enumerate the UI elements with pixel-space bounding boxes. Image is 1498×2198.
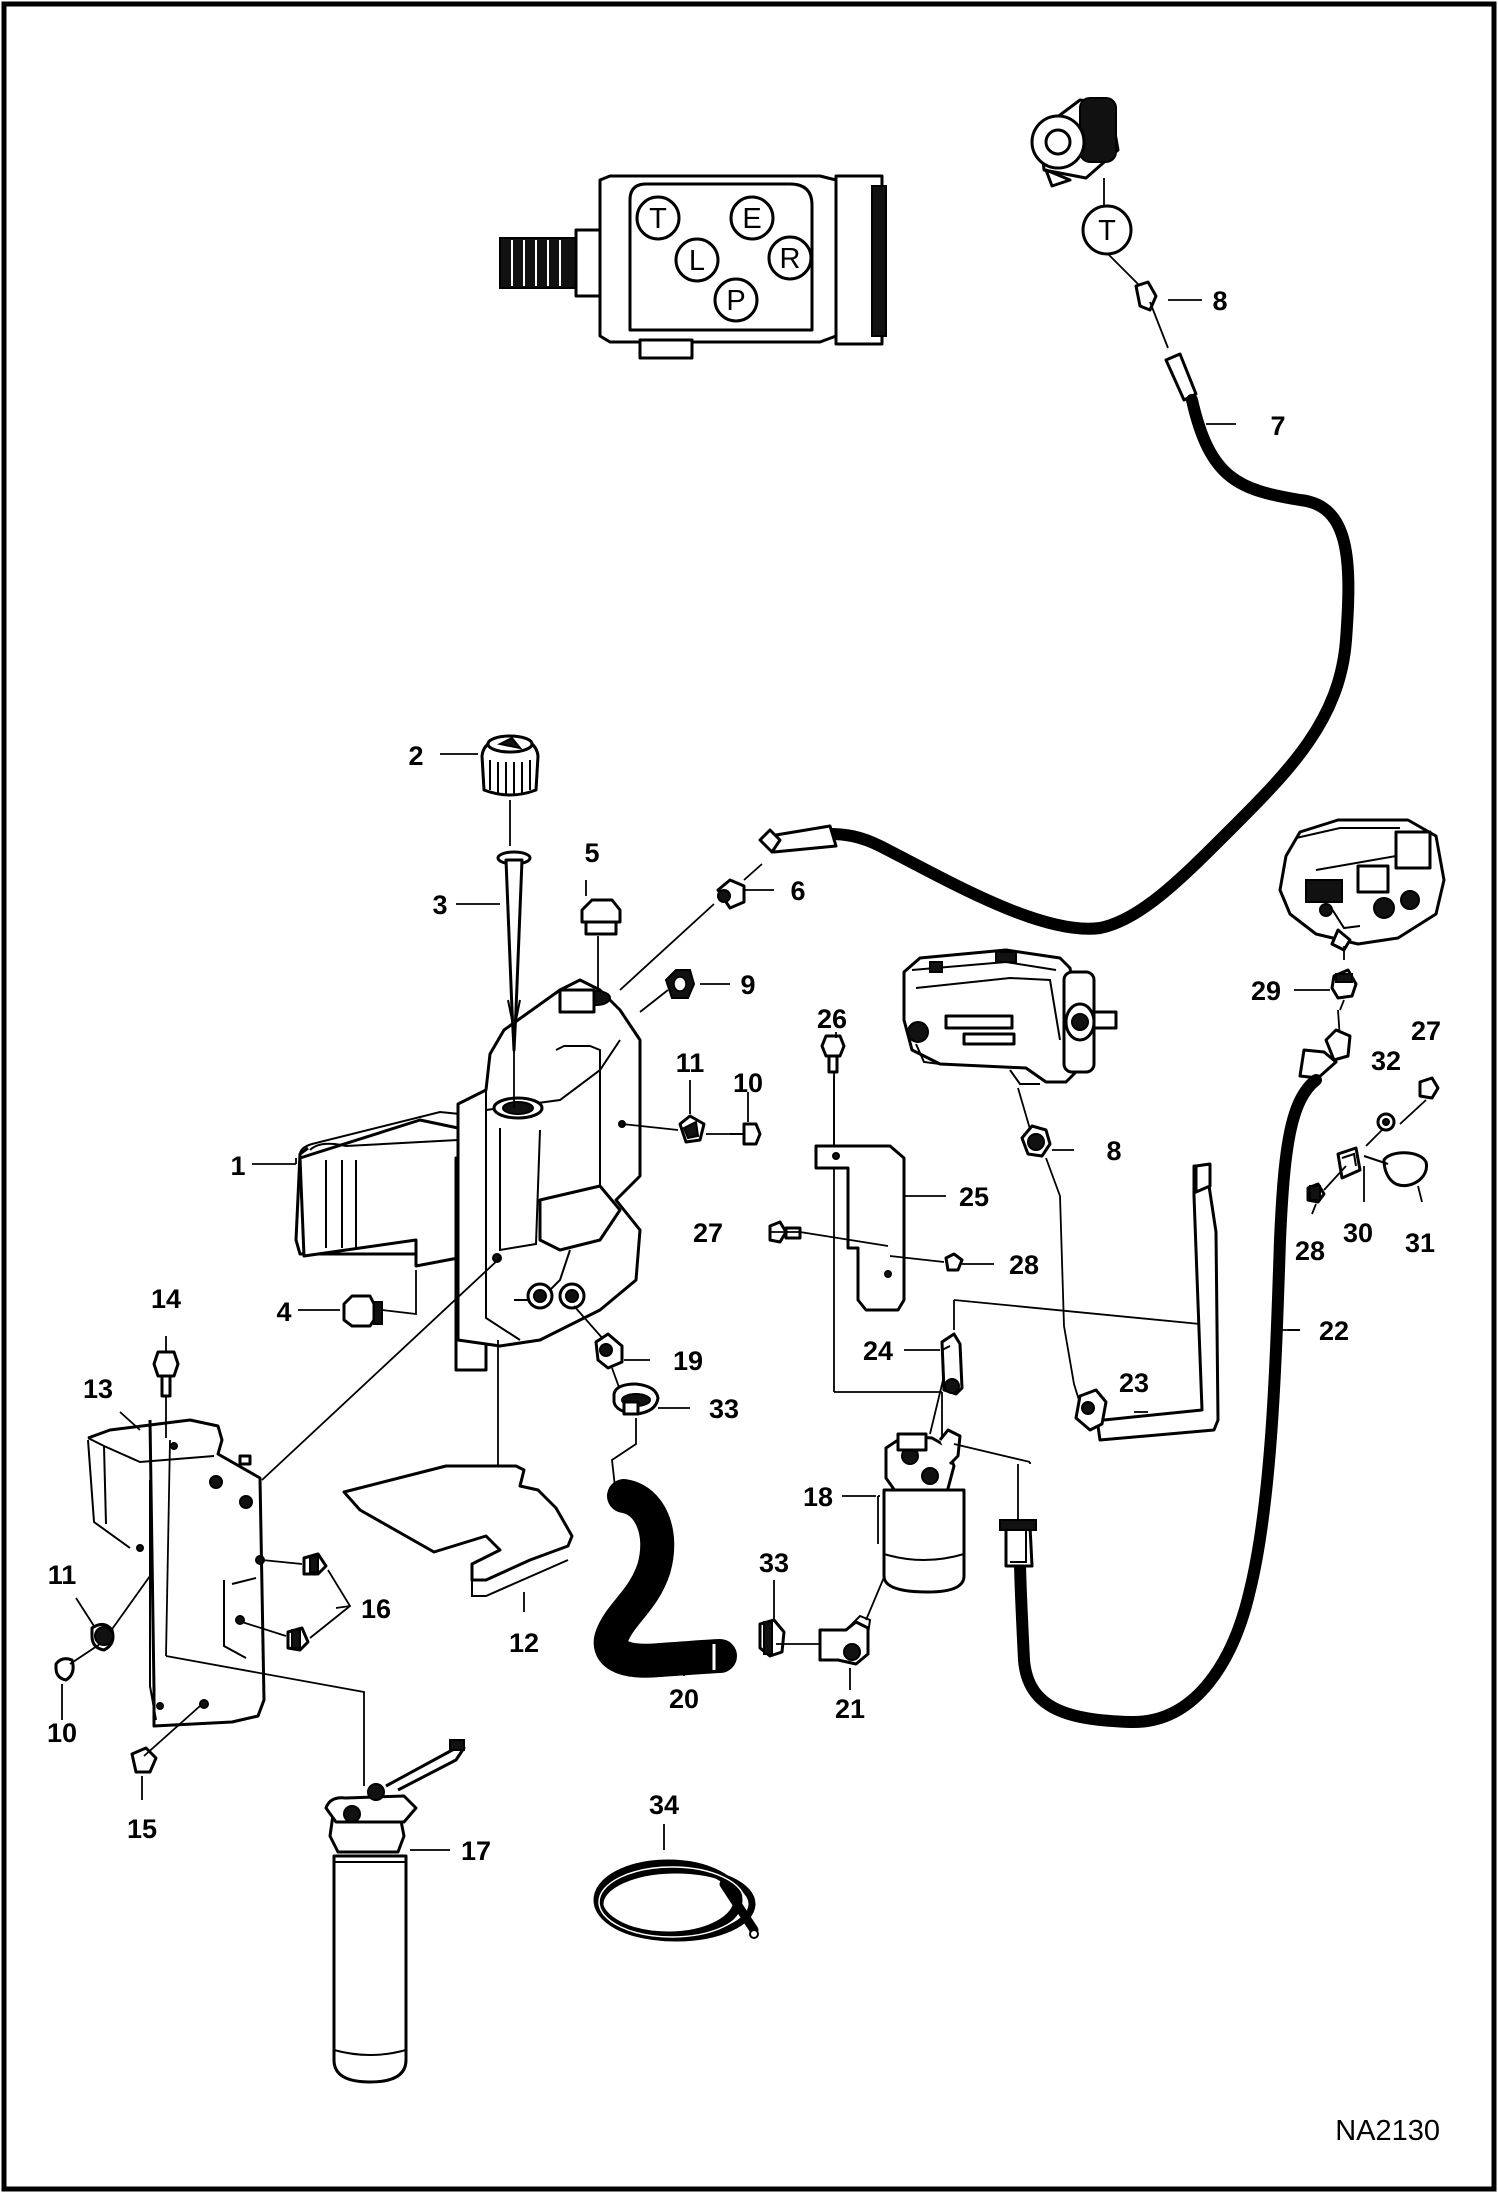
clip-16-upper bbox=[261, 1552, 328, 1576]
callout-8-middle: 8 bbox=[1106, 1136, 1121, 1166]
drawing-number: NA2130 bbox=[1335, 2115, 1440, 2147]
callout-32: 32 bbox=[1371, 1046, 1401, 1076]
callout-9: 9 bbox=[740, 970, 755, 1000]
bracket-25 bbox=[814, 1076, 906, 1312]
breather-cap-2 bbox=[480, 734, 540, 846]
callout-12: 12 bbox=[509, 1628, 539, 1658]
callout-34: 34 bbox=[649, 1790, 679, 1820]
callout-23: 23 bbox=[1119, 1368, 1149, 1398]
bolt-10-left bbox=[54, 1643, 101, 1682]
callout-10-right: 10 bbox=[733, 1068, 763, 1098]
port-label-r: R bbox=[780, 243, 801, 275]
port-label-t: T bbox=[649, 203, 667, 235]
callout-5: 5 bbox=[584, 838, 599, 868]
callout-18: 18 bbox=[803, 1482, 833, 1512]
callout-14: 14 bbox=[151, 1284, 181, 1314]
fitting-9 bbox=[639, 969, 696, 1013]
callout-10-left: 10 bbox=[47, 1718, 77, 1748]
clamp-30 bbox=[1336, 1146, 1365, 1202]
hydraulic-tank bbox=[294, 978, 642, 1372]
callout-27-middle: 27 bbox=[693, 1218, 723, 1248]
tube-23 bbox=[1045, 1157, 1220, 1442]
hydraulic-pump bbox=[902, 948, 1118, 1085]
callout-31: 31 bbox=[1405, 1228, 1435, 1258]
callout-28-right: 28 bbox=[1295, 1236, 1325, 1266]
bolt-10-right bbox=[706, 1122, 762, 1146]
callout-6: 6 bbox=[790, 876, 805, 906]
callout-15: 15 bbox=[127, 1814, 157, 1844]
suction-hose-20 bbox=[593, 1418, 737, 1678]
fitting-19 bbox=[573, 1305, 624, 1370]
callout-numbers: 1 2 3 4 5 6 7 8 8 9 10 10 11 11 12 13 14… bbox=[47, 286, 1441, 1866]
nut-28-middle bbox=[889, 1252, 964, 1272]
callout-28-middle: 28 bbox=[1009, 1250, 1039, 1280]
fitting-8-top bbox=[1134, 280, 1169, 349]
leader-bracket-filter bbox=[165, 1439, 171, 1657]
callout-24: 24 bbox=[863, 1336, 893, 1366]
clamp-33-lower bbox=[758, 1618, 820, 1658]
right-pump bbox=[1278, 818, 1446, 952]
callout-11-left: 11 bbox=[48, 1560, 77, 1590]
clamp-31 bbox=[1363, 1151, 1428, 1203]
callout-2: 2 bbox=[408, 741, 423, 771]
callout-19: 19 bbox=[673, 1346, 703, 1376]
callout-33-lower: 33 bbox=[759, 1548, 789, 1578]
bracket-13 bbox=[87, 1418, 266, 1728]
bolt-14 bbox=[152, 1350, 180, 1438]
tee-fitting-24 bbox=[929, 1299, 1201, 1435]
callout-4: 4 bbox=[276, 1297, 291, 1327]
nut-28-right bbox=[1306, 1165, 1347, 1215]
fitting-6 bbox=[619, 863, 763, 991]
callout-29: 29 bbox=[1251, 976, 1281, 1006]
clamp-33-upper bbox=[611, 1367, 660, 1416]
callout-7: 7 bbox=[1270, 411, 1285, 441]
washer-11-right bbox=[621, 1114, 706, 1144]
callout-3: 3 bbox=[432, 890, 447, 920]
callout-22: 22 bbox=[1319, 1316, 1349, 1346]
port-label-p: P bbox=[726, 285, 745, 317]
bolt-27-right bbox=[1399, 1076, 1440, 1125]
pad-12 bbox=[342, 1340, 574, 1612]
filter-17 bbox=[324, 1739, 466, 2084]
port-label-l: L bbox=[689, 245, 705, 277]
leader-filter-17 bbox=[165, 1655, 365, 1786]
plug-5 bbox=[580, 898, 622, 990]
callout-13: 13 bbox=[83, 1374, 113, 1404]
bolt-15 bbox=[130, 1705, 201, 1774]
bolt-26 bbox=[820, 1034, 846, 1074]
callout-33-upper: 33 bbox=[709, 1394, 739, 1424]
callout-16: 16 bbox=[361, 1594, 391, 1624]
callout-26: 26 bbox=[817, 1004, 847, 1034]
hose-34 bbox=[593, 1824, 759, 1942]
dipstick-3 bbox=[496, 850, 532, 1108]
hose-22 bbox=[953, 1009, 1352, 1729]
tank-port-label: T bbox=[1098, 215, 1116, 247]
callout-25: 25 bbox=[959, 1182, 989, 1212]
callout-20: 20 bbox=[669, 1684, 699, 1714]
callout-11-right: 11 bbox=[676, 1048, 705, 1078]
callout-30: 30 bbox=[1343, 1218, 1373, 1248]
filter-18 bbox=[833, 1068, 966, 1594]
hose-7 bbox=[758, 352, 1355, 935]
port-label-e: E bbox=[742, 203, 761, 235]
top-motor: T bbox=[1030, 97, 1141, 287]
plug-4 bbox=[342, 1270, 417, 1328]
callout-21: 21 bbox=[835, 1694, 865, 1724]
washer-11-left bbox=[90, 1575, 151, 1652]
washer-32 bbox=[1365, 1112, 1396, 1147]
fitting-29 bbox=[1330, 946, 1358, 1011]
steering-valve: T E L R P bbox=[499, 174, 887, 360]
callout-leaders bbox=[61, 299, 1330, 1851]
leader-tank-bracket bbox=[261, 1257, 501, 1481]
clip-16-lower bbox=[241, 1569, 352, 1652]
callout-1: 1 bbox=[230, 1151, 245, 1181]
fitting-8-middle bbox=[1017, 1087, 1052, 1158]
callout-8-top: 8 bbox=[1212, 286, 1227, 316]
callout-17: 17 bbox=[461, 1836, 491, 1866]
callout-27-right: 27 bbox=[1411, 1016, 1441, 1046]
